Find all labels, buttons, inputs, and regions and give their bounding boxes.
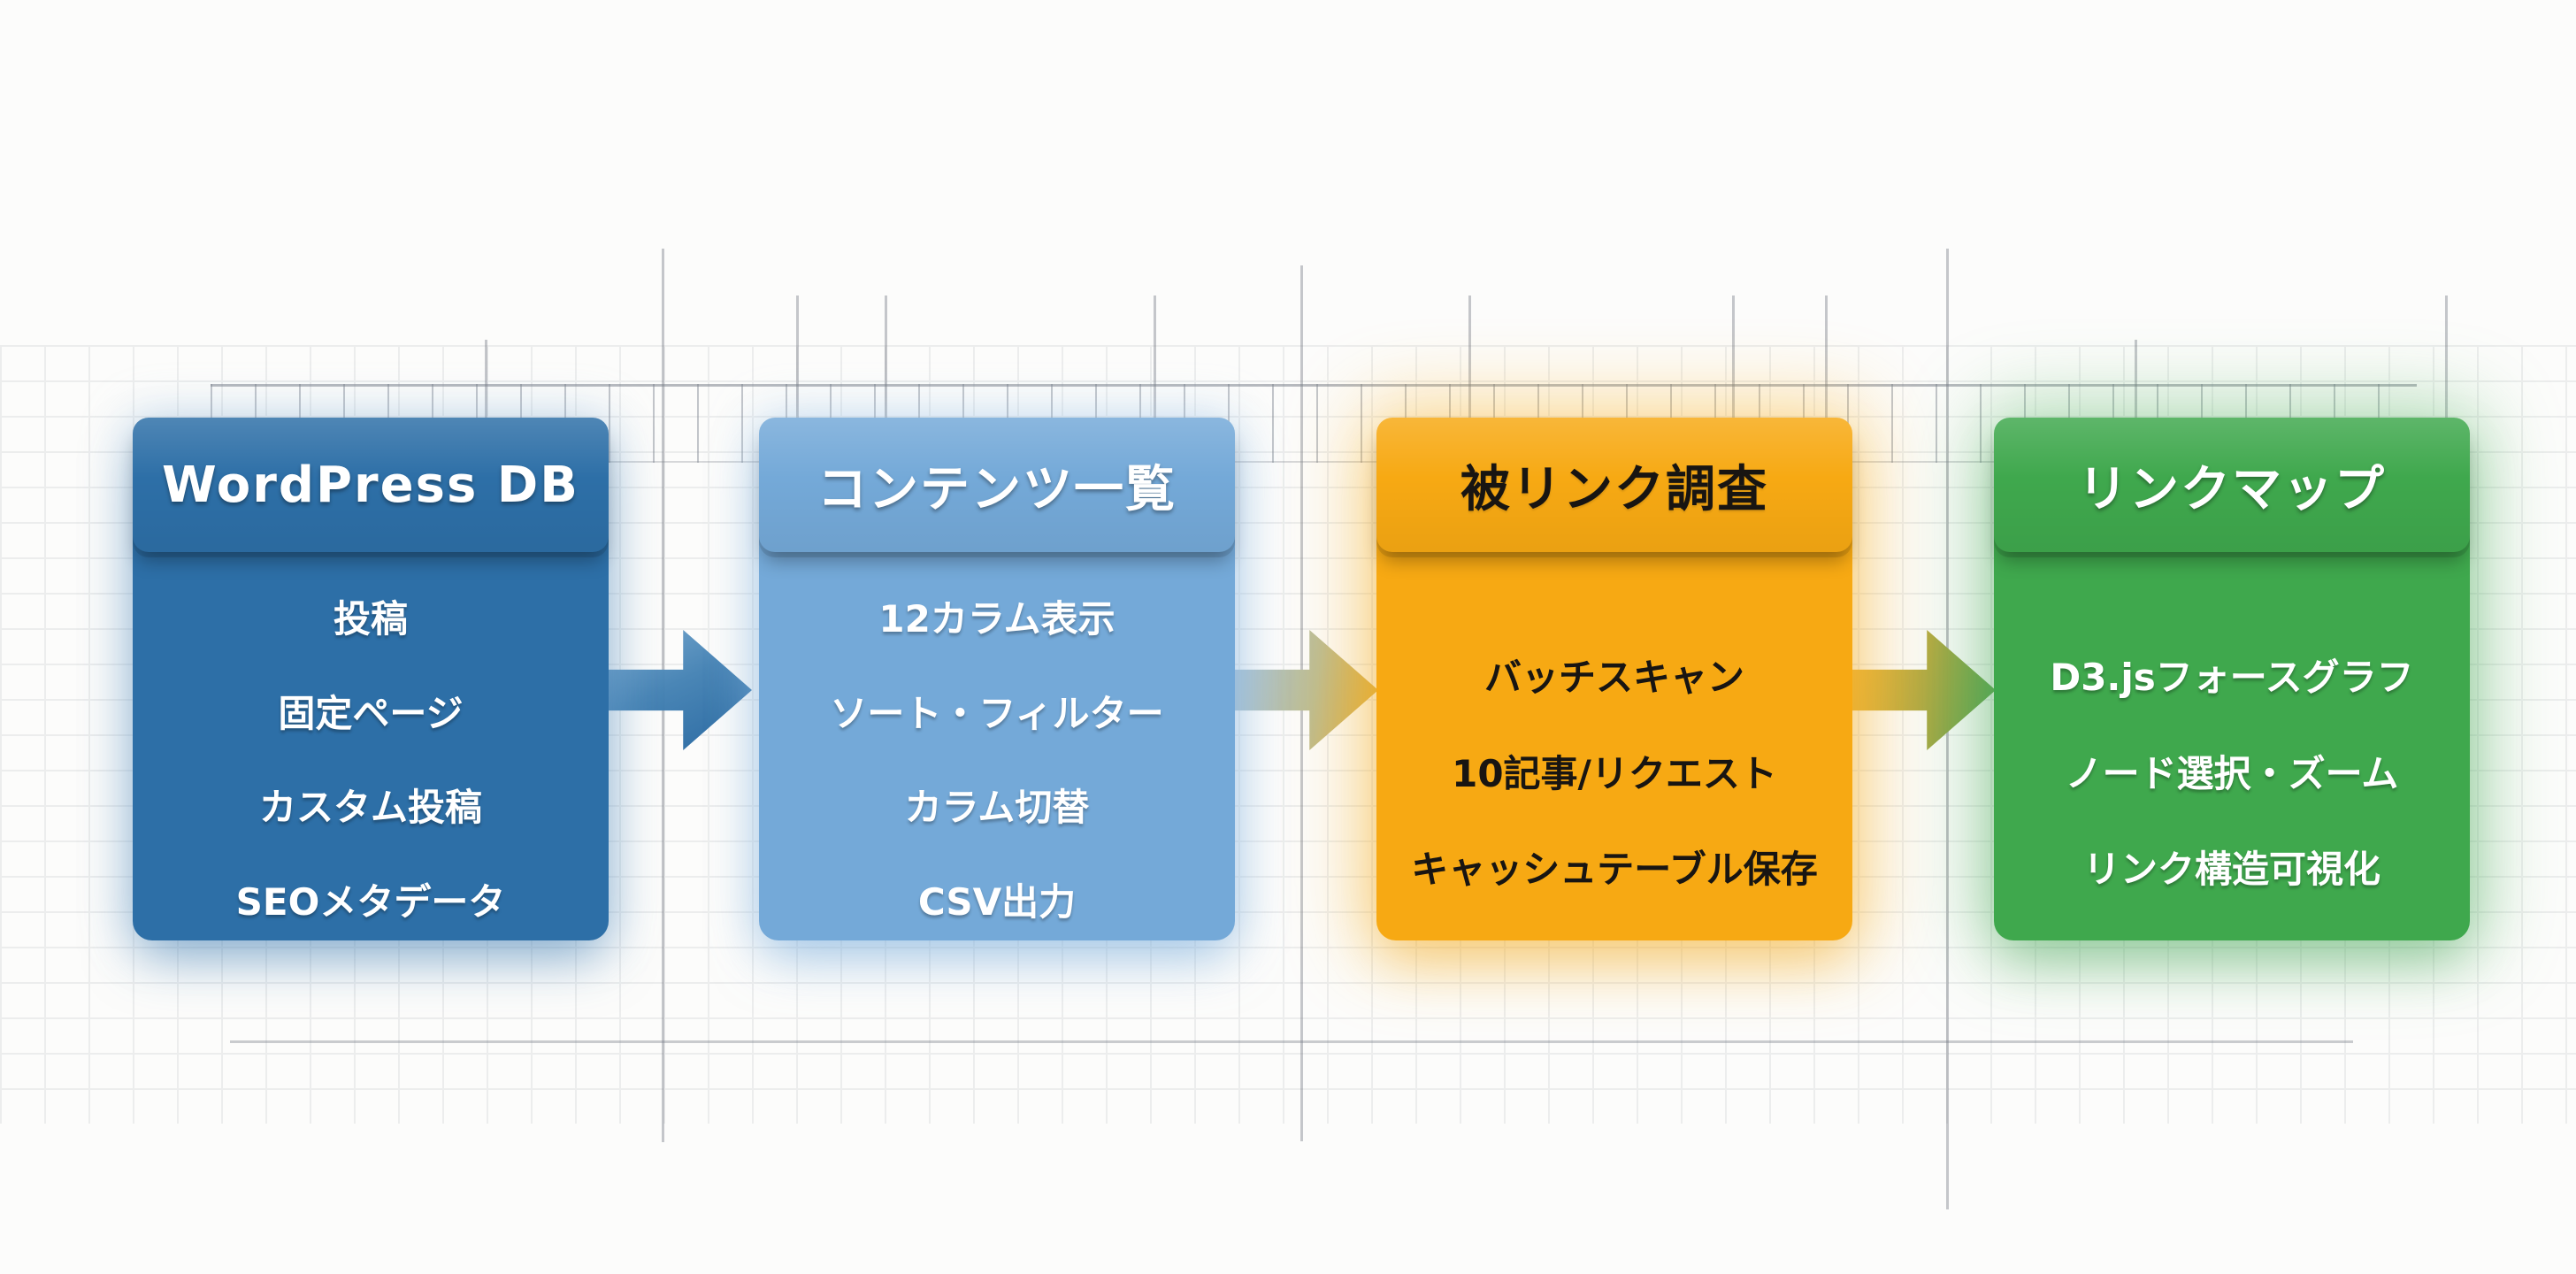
stage-header: コンテンツ一覧 xyxy=(759,418,1235,552)
stage-item-list: バッチスキャン 10記事/リクエスト キャッシュテーブル保存 xyxy=(1376,552,1852,1043)
stage-item: 10記事/リクエスト xyxy=(1452,751,1777,795)
grid-line xyxy=(1825,295,1828,458)
stage-item: 固定ページ xyxy=(278,691,464,735)
stage-title: 被リンク調査 xyxy=(1460,460,1768,518)
stage-item: カスタム投稿 xyxy=(258,786,482,829)
stage-header: 被リンク調査 xyxy=(1376,418,1852,552)
stage-item: CSV出力 xyxy=(917,879,1077,924)
stage-content-list: コンテンツ一覧 12カラム表示 ソート・フィルター カラム切替 CSV出力 xyxy=(759,418,1235,940)
stage-item: バッチスキャン xyxy=(1484,656,1744,699)
stage-item: SEOメタデータ xyxy=(235,879,506,924)
stage-item-list: 投稿 固定ページ カスタム投稿 SEOメタデータ xyxy=(133,552,609,985)
stage-title: コンテンツ一覧 xyxy=(817,460,1177,518)
grid-line xyxy=(485,340,487,458)
stage-item-list: 12カラム表示 ソート・フィルター カラム切替 CSV出力 xyxy=(759,552,1235,985)
stage-item: 12カラム表示 xyxy=(878,597,1116,641)
stage-header: WordPress DB xyxy=(133,418,609,552)
stage-wordpress-db: WordPress DB 投稿 固定ページ カスタム投稿 SEOメタデータ xyxy=(133,418,609,940)
grid-line xyxy=(1468,295,1471,458)
stage-title: WordPress DB xyxy=(162,456,579,514)
stage-title: リンクマップ xyxy=(2078,460,2386,518)
stage-header: リンクマップ xyxy=(1994,418,2470,552)
stage-link-map: リンクマップ D3.jsフォースグラフ ノード選択・ズーム リンク構造可視化 xyxy=(1994,418,2470,940)
stage-item: D3.jsフォースグラフ xyxy=(2050,656,2414,699)
grid-line xyxy=(2135,340,2137,458)
stage-item: リンク構造可視化 xyxy=(2082,848,2380,891)
stage-item: ノード選択・ズーム xyxy=(2065,751,2399,795)
stage-item: 投稿 xyxy=(333,597,408,641)
stage-backlink-survey: 被リンク調査 バッチスキャン 10記事/リクエスト キャッシュテーブル保存 xyxy=(1376,418,1852,940)
grid-line xyxy=(1732,295,1735,458)
grid-line xyxy=(885,295,887,458)
stage-item: キャッシュテーブル保存 xyxy=(1411,848,1818,891)
stage-item-list: D3.jsフォースグラフ ノード選択・ズーム リンク構造可視化 xyxy=(1994,552,2470,1043)
stage-item: ソート・フィルター xyxy=(830,691,1164,735)
grid-line xyxy=(796,295,799,458)
grid-line xyxy=(230,1040,2353,1043)
grid-line xyxy=(1154,295,1156,458)
grid-line xyxy=(2445,295,2448,458)
stage-item: カラム切替 xyxy=(904,786,1090,829)
